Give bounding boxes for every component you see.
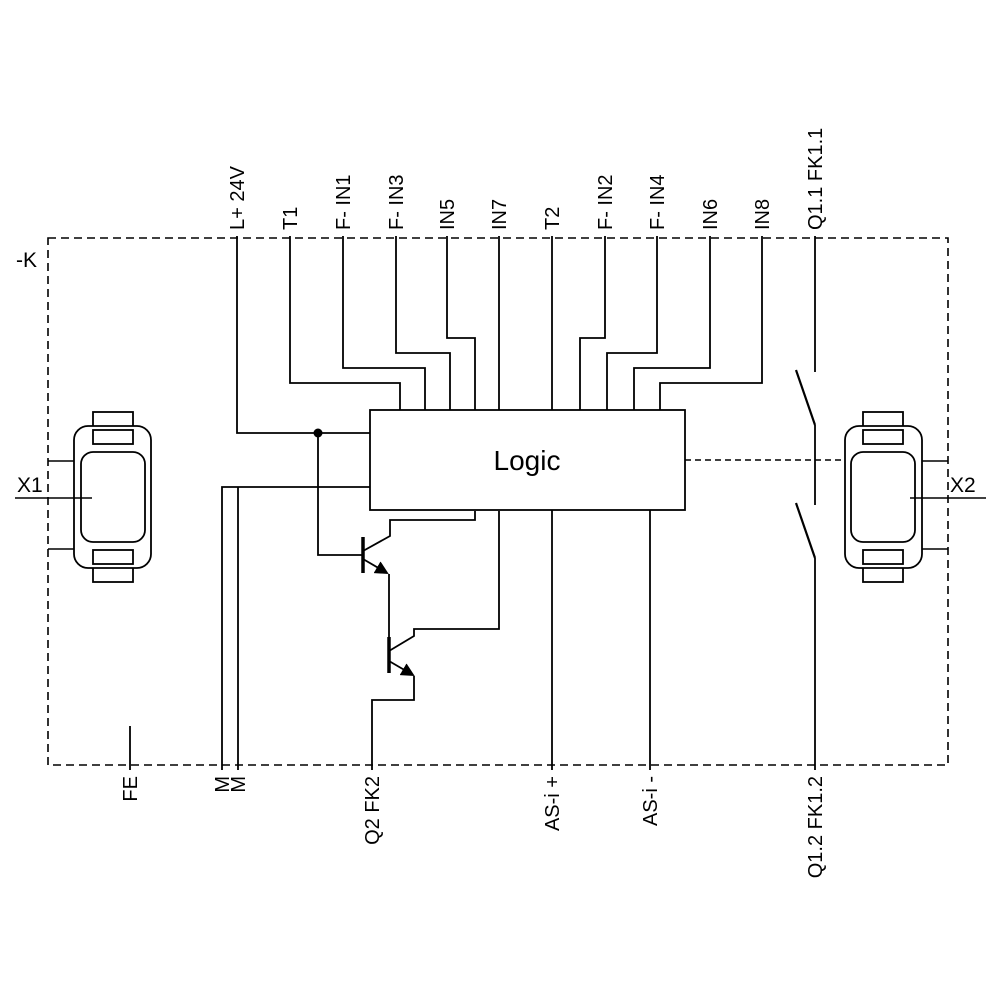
top-terminal-label-q11-fk11: Q1.1 FK1.1	[805, 128, 827, 230]
top-terminal-label-in8: IN8	[752, 199, 774, 230]
bottom-terminal-label-m2: M	[228, 776, 250, 793]
x2-bottom-clamp	[862, 549, 904, 565]
module-designation-label: -K	[16, 249, 37, 272]
bottom-terminal-label-asi-plus: AS-i +	[542, 776, 564, 831]
top-terminal-labels: L+ 24V T1 F- IN1 F- IN3 IN5 IN7 T2 F- IN…	[227, 128, 827, 230]
wire-m1	[221, 486, 370, 770]
wire-base-feed	[317, 433, 363, 556]
bottom-terminal-label-q2-fk2: Q2 FK2	[362, 776, 384, 845]
bottom-terminal-labels: FE M M Q2 FK2 AS-i + AS-i - Q1.2 FK1.2	[120, 776, 827, 878]
transistor2-collector	[388, 511, 500, 652]
transistor2-emitter-arrow	[388, 660, 415, 677]
x2-inner-socket	[850, 451, 916, 543]
wire-f-in2	[579, 236, 606, 410]
top-wires	[236, 236, 763, 438]
bottom-terminal-label-fe: FE	[120, 776, 142, 802]
logic-block: Logic	[369, 409, 686, 511]
bottom-terminal-label-asi-minus: AS-i -	[640, 776, 662, 826]
wire-q2-output	[371, 676, 415, 770]
top-terminal-label-in6: IN6	[700, 199, 722, 230]
transistor1-collector	[362, 511, 476, 552]
top-terminal-label-f-in1: F- IN1	[333, 174, 355, 230]
x1-label: X1	[17, 474, 43, 497]
bottom-wires	[129, 486, 651, 770]
top-terminal-label-t1: T1	[280, 207, 302, 230]
top-terminal-label-in5: IN5	[437, 199, 459, 230]
connector-x2: X2	[844, 411, 986, 583]
output-contacts	[685, 236, 846, 770]
transistor-driver-stage	[317, 433, 500, 770]
logic-label: Logic	[494, 445, 561, 476]
x1-inner-socket	[80, 451, 146, 543]
top-terminal-label-t2: T2	[542, 207, 564, 230]
x2-top-clamp	[862, 429, 904, 445]
transistor1-emitter-arrow	[362, 558, 389, 575]
top-terminal-label-f-in3: F- IN3	[386, 174, 408, 230]
x1-top-clamp	[92, 429, 134, 445]
top-terminal-label-l-plus-24v: L+ 24V	[227, 165, 249, 230]
bottom-terminal-label-q12-fk12: Q1.2 FK1.2	[805, 776, 827, 878]
wire-in8	[659, 236, 763, 410]
x2-label: X2	[950, 474, 976, 497]
wire-in6	[633, 236, 711, 410]
x1-bottom-clamp	[92, 549, 134, 565]
module-boundary	[47, 237, 949, 766]
wire-in5	[446, 236, 476, 410]
wire-t1	[289, 236, 401, 410]
bottom-terminal-label-m1: M	[212, 776, 234, 793]
top-terminal-label-f-in4: F- IN4	[647, 174, 669, 230]
connector-x1: X1	[15, 411, 152, 583]
contact-blade-q12	[794, 502, 817, 559]
logic-box	[369, 409, 686, 511]
wire-f-in3	[395, 236, 451, 410]
contact-blade-q11	[794, 369, 817, 426]
wire-l-plus	[236, 236, 370, 434]
wire-f-in4	[606, 236, 658, 410]
wire-f-in1	[342, 236, 426, 410]
top-terminal-label-in7: IN7	[489, 199, 511, 230]
top-terminal-label-f-in2: F- IN2	[595, 174, 617, 230]
